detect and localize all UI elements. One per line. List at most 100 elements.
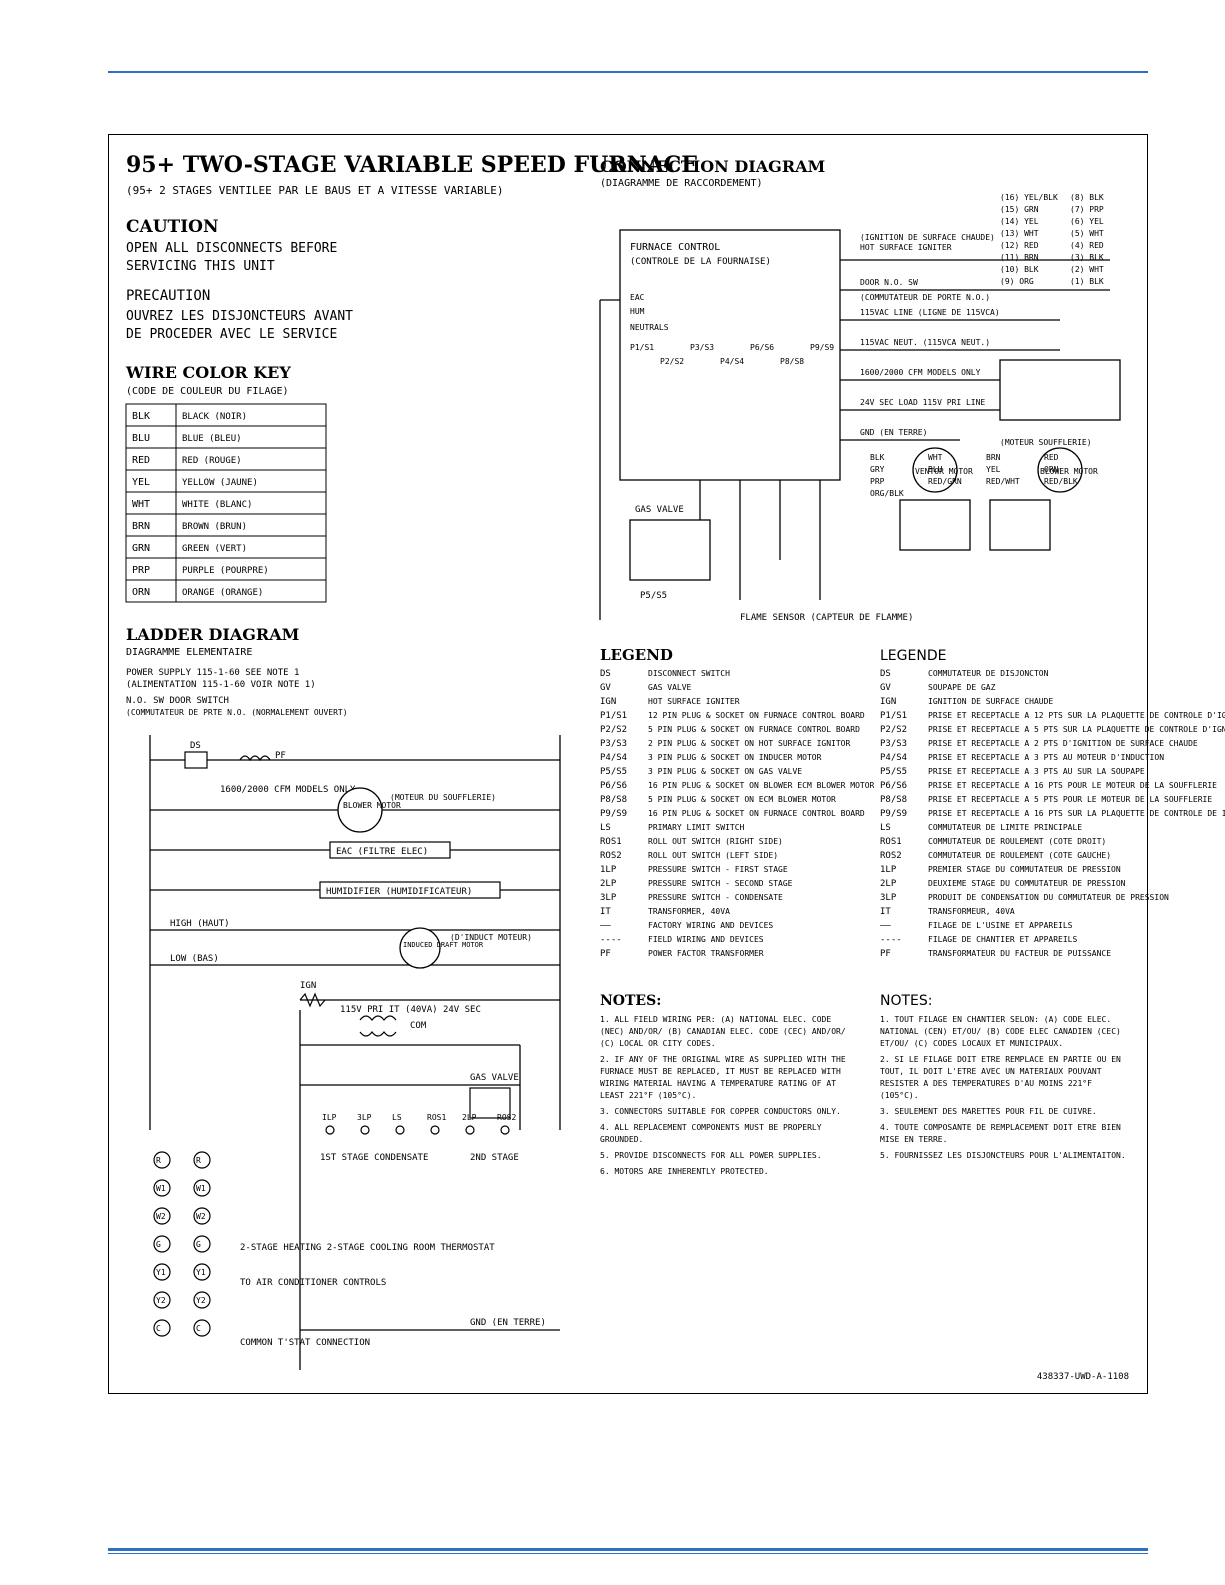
legend-code: P2/S2 [600,725,627,735]
note-line: WIRING MATERIAL HAVING A TEMPERATURE RAT… [600,1079,836,1088]
legend-text: 5 PIN PLUG & SOCKET ON FURNACE CONTROL B… [648,725,860,734]
wire-key-name: WHITE (BLANC) [182,500,252,510]
legend-text: PRIMARY LIMIT SWITCH [648,823,745,832]
conn-gnd: GND (EN TERRE) [860,428,927,437]
legend-code: P5/S5 [880,767,907,777]
switch-contact [500,1125,510,1135]
transformer-it: 115V PRI IT (40VA) 24V SEC COM [340,1005,481,1037]
legend-text: FILAGE DE CHANTIER ET APPAREILS [928,935,1077,944]
pin-label: (12) RED [1000,241,1039,250]
wire-key-name-cell [175,579,327,603]
wire-label: WHT [928,453,943,462]
note-line: FURNACE MUST BE REPLACED, IT MUST BE REP… [600,1067,841,1076]
terminal-stat-label: W1 [196,1184,206,1193]
wire-key-code: BLK [132,411,150,422]
legend-text: DISCONNECT SWITCH [648,669,730,678]
flame-sensor: FLAME SENSOR (CAPTEUR DE FLAMME) [740,613,913,623]
terminal-label: W2 [156,1212,166,1221]
legend-code: 1LP [880,865,897,875]
wire-key-code: WHT [132,499,150,510]
legend-code: P6/S6 [880,781,907,791]
conn-models-only: 1600/2000 CFM MODELS ONLY [860,368,981,377]
wire-label: RED/GRN [928,477,962,486]
legend-code: IT [600,907,611,917]
legend-text: PRISE ET RECEPTACLE A 16 PTS SUR LA PLAQ… [928,809,1225,818]
document-id: 438337-UWD-A-1108 [1036,1372,1129,1382]
plug-label: P2/S2 [660,357,684,366]
pin-label: (3) BLK [1070,253,1104,262]
legend-text: POWER FACTOR TRANSFORMER [648,949,764,958]
ladder-first-stage: 1ST STAGE CONDENSATE [320,1153,428,1163]
pin-label: (11) BRN [1000,253,1039,262]
wire-key-code: BLU [132,433,150,444]
conn-neut: 115VAC NEUT. (115VCA NEUT.) [860,338,990,347]
wire-key-name: BROWN (BRUN) [182,522,247,532]
terminal-c [153,1319,171,1337]
humidifier-box: HUMIDIFIER (HUMIDIFICATEUR) [319,881,501,899]
ladder-door-switch: N.O. SW DOOR SWITCH [126,696,229,706]
note-line: 5. PROVIDE DISCONNECTS FOR ALL POWER SUP… [600,1151,822,1160]
wire-label: RED/WHT [986,477,1020,486]
wire-key-name: ORANGE (ORANGE) [182,588,263,598]
wire-label: YEL [986,465,1001,474]
legend-text: PREMIER STAGE DU COMMUTATEUR DE PRESSION [928,865,1121,874]
legend-title: LEGEND [600,646,673,664]
legend-code: —— [880,921,891,931]
terminal-w1-stat [193,1179,211,1197]
conn-line: 115VAC LINE (LIGNE DE 115VCA) [860,308,1000,317]
terminal-g [153,1235,171,1253]
control-label-fr: (CONTROLE DE LA FOURNAISE) [630,257,771,267]
ladder-ac-controls: TO AIR CONDITIONER CONTROLS [240,1278,386,1288]
terminal-label: R [156,1156,161,1165]
legend-text: PRISE ET RECEPTACLE A 3 PTS AU MOTEUR D'… [928,753,1164,762]
note-line: 3. CONNECTORS SUITABLE FOR COPPER CONDUC… [600,1107,841,1116]
pin-label: (13) WHT [1000,229,1039,238]
legend-text: 16 PIN PLUG & SOCKET ON BLOWER ECM BLOWE… [648,781,875,790]
switch-label: ROS1 [427,1113,446,1122]
pin-label: (5) WHT [1070,229,1104,238]
switch-label: 3LP [357,1113,372,1122]
ladder-models-only: 1600/2000 CFM MODELS ONLY [220,785,356,795]
ladder-subtitle: DIAGRAMME ELEMENTAIRE [126,647,252,658]
terminal-r-stat [193,1151,211,1169]
wire-key-name: YELLOW (JAUNE) [182,478,258,488]
legend-code: P4/S4 [880,753,907,763]
legend-code: 2LP [880,879,897,889]
pin-label: (7) PRP [1070,205,1104,214]
legend-text: PRISE ET RECEPTACLE A 12 PTS SUR LA PLAQ… [928,711,1225,720]
legend-code: ---- [600,935,622,945]
legend-text: COMMUTATEUR DE LIMITE PRINCIPALE [928,823,1082,832]
terminal-stat-label: Y2 [196,1296,206,1305]
connection-wiring [599,229,1121,620]
ign-element: IGN [299,981,326,1008]
note-line: 4. ALL REPLACEMENT COMPONENTS MUST BE PR… [600,1123,822,1132]
switch-contact [360,1125,370,1135]
wire-key-code: PRP [132,565,150,576]
legend-text: 3 PIN PLUG & SOCKET ON INDUCER MOTOR [648,753,822,762]
pin-label: (6) YEL [1070,217,1104,226]
conn-door-sw-fr: (COMMUTATEUR DE PORTE N.O.) [860,293,990,302]
note-line: (NEC) AND/OR/ (B) CANADIAN ELEC. CODE (C… [600,1027,846,1036]
ladder-gas-valve: GAS VALVE [470,1073,519,1083]
legend-text: COMMUTATEUR DE ROULEMENT (COTE DROIT) [928,837,1106,846]
legend-code: DS [600,669,611,679]
terminal-y1-stat [193,1263,211,1281]
terminal-label: Y2 [156,1296,166,1305]
legend-text: PRESSURE SWITCH - CONDENSATE [648,893,783,902]
caution-line2: SERVICING THIS UNIT [126,259,275,274]
wire-label: BRN [986,453,1001,462]
legend-text: TRANSFORMATEUR DU FACTEUR DE PUISSANCE [928,949,1111,958]
switch-label: LS [392,1113,402,1122]
terminal-y2-stat [193,1291,211,1309]
ladder-high: HIGH (HAUT) [170,919,230,929]
wire-label: PRP [870,477,885,486]
pin-label: (1) BLK [1070,277,1104,286]
pin-label: (10) BLK [1000,265,1039,274]
wire-key-subtitle: (CODE DE COULEUR DU FILAGE) [126,386,289,397]
legend-code: 1LP [600,865,617,875]
svg-text:BLOWER MOTOR: BLOWER MOTOR [343,801,401,810]
legend-text: FILAGE DE L'USINE ET APPAREILS [928,921,1073,930]
conn-xfmr: 24V SEC LOAD 115V PRI LINE [860,398,985,407]
